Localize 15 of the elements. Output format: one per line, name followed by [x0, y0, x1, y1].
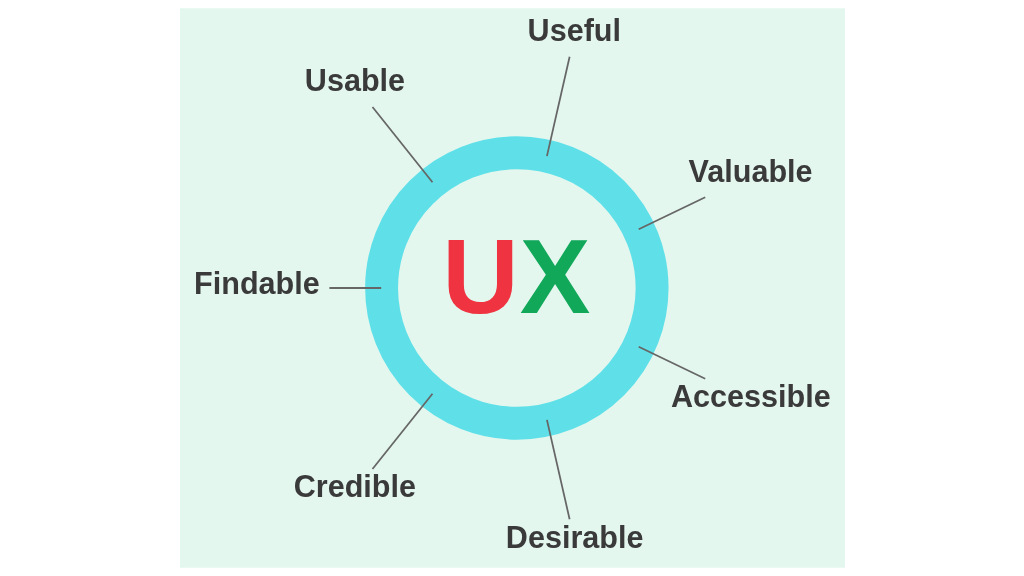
node-text: Findable — [193, 266, 320, 301]
connector — [545, 55, 570, 157]
connector — [637, 345, 706, 380]
node-circle: UX — [364, 136, 669, 440]
connector — [328, 287, 382, 289]
connector — [371, 392, 433, 470]
node-text: Valuable — [688, 153, 813, 188]
node-text: Useful — [527, 12, 621, 47]
connector — [545, 419, 570, 521]
connector — [371, 106, 433, 184]
node-text: Desirable — [505, 519, 643, 554]
node-text: Usable — [304, 63, 405, 98]
connector — [637, 196, 706, 231]
node-text: Accessible — [670, 378, 831, 413]
node-text: Credible — [293, 469, 416, 504]
